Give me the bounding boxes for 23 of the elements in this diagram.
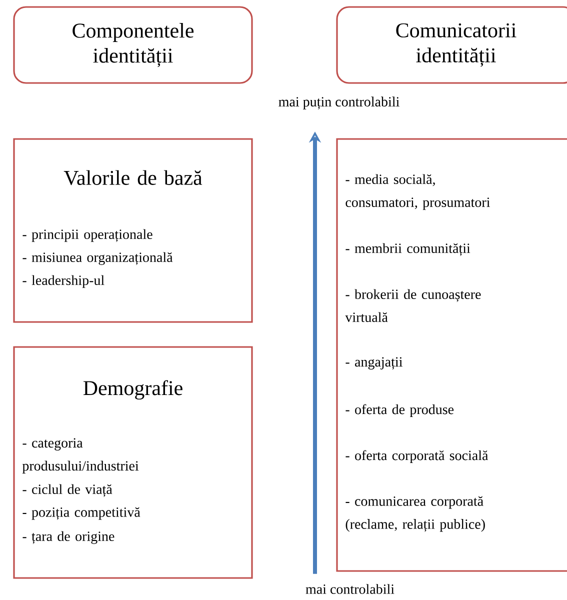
list-item: - brokerii de cunoaștere virtuală bbox=[345, 289, 481, 322]
axis-label: mai puțin controlabili bbox=[278, 96, 400, 110]
list-item: - ciclul de viață bbox=[22, 484, 112, 497]
list-item: - poziția competitivă bbox=[22, 507, 140, 520]
box-heading: Demografie bbox=[83, 380, 182, 400]
list-item: - țara de origine bbox=[22, 531, 114, 544]
list-item: - media socială, consumatori, prosumatori bbox=[346, 174, 490, 210]
list-box bbox=[13, 346, 253, 579]
list-item: - oferta corporată socială bbox=[346, 450, 488, 464]
list-item: - misiunea organizațională bbox=[22, 252, 173, 265]
list-item: - leadership-ul bbox=[22, 275, 104, 288]
list-item: - angajații bbox=[346, 357, 402, 370]
list-item: - principii operaționale bbox=[22, 229, 152, 242]
list-box bbox=[13, 138, 253, 323]
box-heading: Valorile de bază bbox=[64, 170, 202, 186]
heading-box: Comunicatorii identității bbox=[336, 6, 567, 84]
axis-label: mai controlabili bbox=[306, 584, 394, 594]
list-box bbox=[336, 138, 567, 572]
list-item: - oferta de produse bbox=[346, 404, 454, 418]
list-item: - membrii comunității bbox=[346, 243, 470, 256]
list-item: - comunicarea corporată (reclame, relații publice) bbox=[346, 496, 485, 532]
list-item: - categoria produsului/industriei bbox=[22, 438, 139, 474]
heading-box: Componentele identității bbox=[13, 6, 253, 84]
